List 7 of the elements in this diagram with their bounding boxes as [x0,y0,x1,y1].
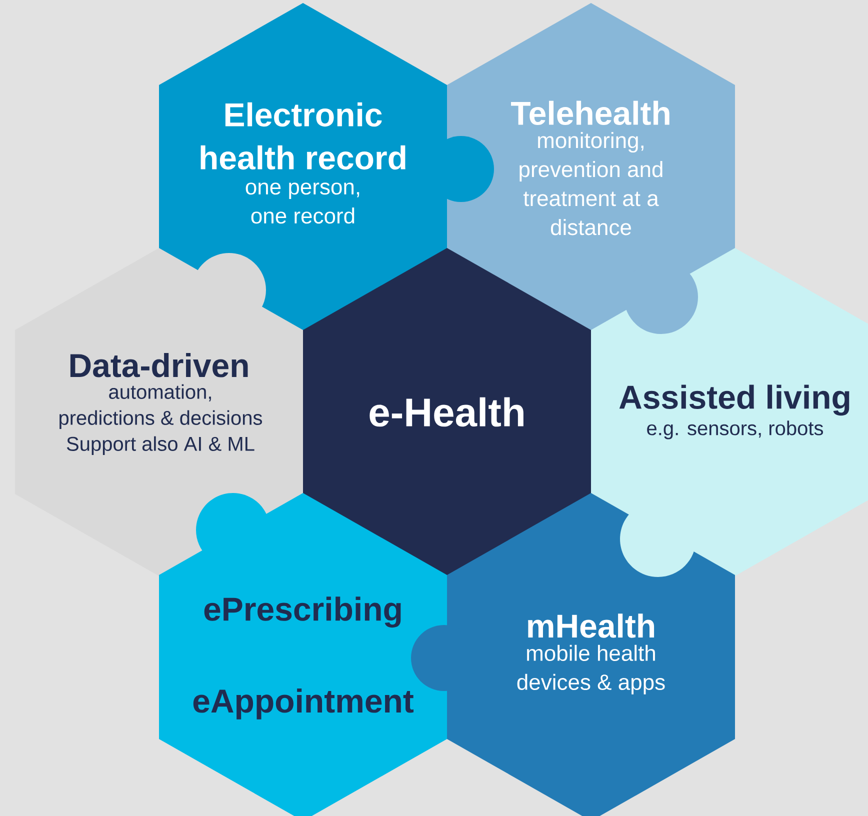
node-text: Telehealth monitoring, prevention and treatment at a distance [511,100,670,236]
node-text: mHealth mobile health devices & apps [517,614,665,694]
node-text: Electronic health record one person, one record [200,102,406,224]
node-text: Assisted living e.g. sensors, robots [619,384,850,440]
node-text: Data-driven automation, predictions & decisions Support also AI & ML [60,353,262,455]
node-text: e-Health [370,397,524,427]
node-text: ePrescribing eAppointment [193,596,414,720]
